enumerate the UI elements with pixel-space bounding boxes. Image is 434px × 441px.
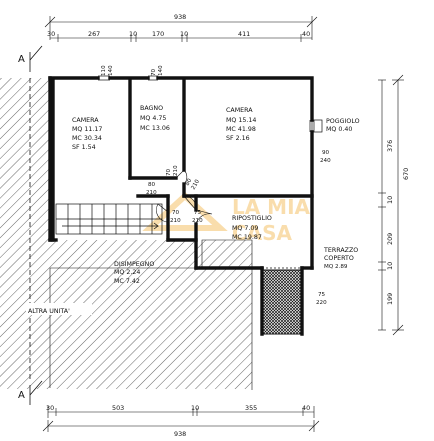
dim-bottom-total: 938 [174, 430, 186, 438]
terrazzo-name1: TERRAZZO [323, 247, 358, 254]
camera-right-mq: MQ 15.14 [226, 117, 256, 124]
terrazzo-mq: MQ 2.89 [324, 264, 348, 270]
w1-width: 110 [101, 65, 107, 76]
door-bagno-height: 210 [173, 165, 179, 176]
bagno-mc: MC 13.06 [140, 125, 170, 132]
dim-bottom-p4: 355 [245, 404, 257, 412]
camera-right-mc: MC 41.98 [226, 126, 256, 133]
walls [48, 76, 314, 336]
dim-bottom-p5: 40 [302, 404, 310, 412]
door-cam-l-height: 210 [146, 190, 157, 196]
room-terrazzo: TERRAZZO COPERTO MQ 2.89 [323, 247, 358, 270]
dim-bottom-p2: 503 [112, 404, 124, 412]
section-mark-bottom: A [18, 390, 25, 401]
pog-width: 90 [322, 150, 330, 156]
dimension-top [44, 16, 318, 42]
camera-left-mq: MQ 11.17 [72, 126, 102, 133]
room-camera-left: CAMERA MQ 11.17 MC 30.34 SF 1.54 [72, 117, 102, 151]
bagno-name: BAGNO [140, 105, 163, 112]
dim-right-p5: 199 [386, 293, 394, 305]
door-cam-r-width: 80 [185, 177, 194, 187]
dimension-bottom [42, 406, 320, 432]
pog-height: 240 [320, 158, 331, 164]
door-swings [156, 169, 213, 225]
watermark-roof-icon [142, 191, 228, 231]
room-camera-right: CAMERA MQ 15.14 MC 41.98 SF 2.16 [226, 107, 256, 142]
watermark: LA MIA CASA [142, 191, 311, 245]
w2-height: 140 [158, 65, 164, 76]
section-mark-top: A [18, 54, 25, 65]
dim-top-total: 938 [174, 13, 186, 21]
altra-unita-label: ALTRA UNITA' [28, 308, 70, 315]
ripostiglio-mc: MC 19.87 [232, 234, 262, 241]
ter-width: 75 [318, 292, 326, 298]
ripostiglio-name: RIPOSTIGLIO [232, 215, 272, 222]
dimension-right [378, 74, 404, 336]
door-disimp-height: 210 [192, 218, 203, 224]
camera-left-sf: SF 1.54 [72, 144, 96, 151]
room-poggiolo: POGGIOLO MQ 0.40 [326, 118, 360, 133]
poggiolo-mq: MQ 0.40 [326, 126, 352, 133]
dim-top-p3: 10 [129, 30, 137, 38]
w2-width: 70 [151, 68, 157, 76]
camera-right-sf: SF 2.16 [226, 135, 250, 142]
dim-top-p7: 40 [302, 30, 310, 38]
dim-top-p2: 267 [88, 30, 100, 38]
staircase [55, 203, 163, 235]
window-marks [98, 75, 323, 269]
dim-right-total: 670 [402, 168, 410, 180]
door-cam-l-width: 80 [148, 182, 156, 188]
dim-top-p5: 10 [180, 30, 188, 38]
room-disimpegno: DISIMPEGNO MQ 2.24 MC 7.42 [114, 261, 154, 285]
door-rip-width: 70 [172, 210, 180, 216]
dim-top-p4: 170 [152, 30, 164, 38]
altra-unita-area [0, 78, 253, 390]
disimpegno-name: DISIMPEGNO [114, 261, 154, 268]
room-ripostiglio: RIPOSTIGLIO MQ 7.09 MC 19.87 [232, 215, 272, 241]
ripostiglio-mq: MQ 7.09 [232, 225, 258, 232]
w1-height: 140 [108, 65, 114, 76]
dim-right-p3: 209 [386, 233, 394, 245]
dim-top-p6: 411 [238, 30, 250, 38]
dim-bottom-p1: 30 [46, 404, 54, 412]
dim-right-p2: 10 [386, 196, 394, 204]
door-cam-r-height: 210 [191, 178, 202, 191]
bagno-mq: MQ 4.75 [140, 115, 166, 122]
door-rip-height: 210 [170, 218, 181, 224]
door-bagno-width: 70 [166, 168, 172, 176]
disimpegno-mc: MC 7.42 [114, 278, 140, 285]
watermark-line1: LA MIA [232, 195, 311, 219]
opening-labels: 110 140 70 140 70 210 80 210 80 210 75 2… [101, 65, 331, 306]
door-disimp-width: 75 [194, 210, 202, 216]
poggiolo-name: POGGIOLO [326, 118, 360, 125]
camera-left-mc: MC 30.34 [72, 135, 102, 142]
camera-left-name: CAMERA [72, 117, 99, 124]
dim-top-p1: 30 [47, 30, 55, 38]
terrazzo-name2: COPERTO [324, 255, 354, 262]
ter-height: 220 [316, 300, 327, 306]
terrazzo-hatch [262, 269, 302, 335]
dim-bottom-p3: 10 [191, 404, 199, 412]
dim-right-p1: 376 [386, 140, 394, 152]
dim-right-p4: 10 [386, 262, 394, 270]
disimpegno-mq: MQ 2.24 [114, 269, 140, 276]
room-bagno: BAGNO MQ 4.75 MC 13.06 [140, 105, 170, 132]
camera-right-name: CAMERA [226, 107, 253, 114]
